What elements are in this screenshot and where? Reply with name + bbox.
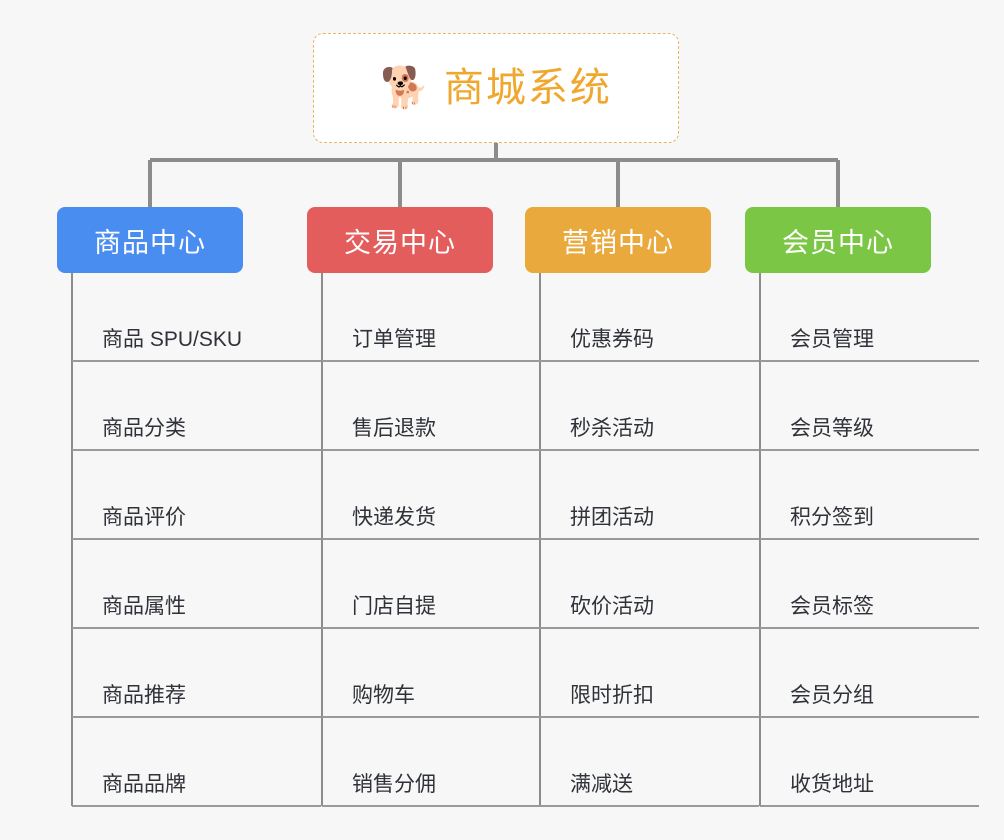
leaf-item[interactable]: 限时折扣 xyxy=(540,629,759,718)
leaf-item-label: 砍价活动 xyxy=(540,596,759,629)
category-label: 会员中心 xyxy=(782,227,894,258)
leaf-item[interactable]: 会员管理 xyxy=(760,273,979,362)
leaf-item[interactable]: 购物车 xyxy=(322,629,541,718)
leaf-item-label: 会员等级 xyxy=(760,418,979,451)
root-title: 商城系统 xyxy=(443,66,612,110)
leaf-item-label: 限时折扣 xyxy=(540,685,759,718)
leaf-item-label: 订单管理 xyxy=(322,329,541,362)
leaf-item-label: 满减送 xyxy=(540,774,759,807)
leaf-item[interactable]: 订单管理 xyxy=(322,273,541,362)
dog-face-icon: 🐕 xyxy=(380,66,430,110)
leaf-item[interactable]: 会员等级 xyxy=(760,362,979,451)
leaf-item-label: 商品属性 xyxy=(72,596,321,629)
leaf-item-label: 商品分类 xyxy=(72,418,321,451)
leaf-item[interactable]: 商品 SPU/SKU xyxy=(72,273,321,362)
leaf-item-label: 门店自提 xyxy=(322,596,541,629)
leaf-item[interactable]: 销售分佣 xyxy=(322,718,541,807)
leaf-item[interactable]: 商品推荐 xyxy=(72,629,321,718)
leaf-item-label: 积分签到 xyxy=(760,507,979,540)
leaf-item[interactable]: 门店自提 xyxy=(322,540,541,629)
category-box-4[interactable]: 会员中心 xyxy=(745,207,931,273)
leaf-item-label: 商品推荐 xyxy=(72,685,321,718)
leaf-item[interactable]: 拼团活动 xyxy=(540,451,759,540)
leaf-item-label: 商品 SPU/SKU xyxy=(72,329,321,362)
leaf-item-label: 购物车 xyxy=(322,685,541,718)
leaf-item[interactable]: 优惠券码 xyxy=(540,273,759,362)
leaf-item[interactable]: 满减送 xyxy=(540,718,759,807)
leaf-item[interactable]: 商品分类 xyxy=(72,362,321,451)
leaf-item[interactable]: 积分签到 xyxy=(760,451,979,540)
category-label: 交易中心 xyxy=(344,227,456,258)
leaf-item-label: 会员标签 xyxy=(760,596,979,629)
category-box-1[interactable]: 商品中心 xyxy=(57,207,243,273)
leaf-item-label: 快递发货 xyxy=(322,507,541,540)
leaf-item[interactable]: 秒杀活动 xyxy=(540,362,759,451)
category-box-2[interactable]: 交易中心 xyxy=(307,207,493,273)
leaf-item[interactable]: 快递发货 xyxy=(322,451,541,540)
leaf-item-label: 拼团活动 xyxy=(540,507,759,540)
leaf-item-label: 商品评价 xyxy=(72,507,321,540)
leaf-item[interactable]: 砍价活动 xyxy=(540,540,759,629)
leaf-item-label: 会员分组 xyxy=(760,685,979,718)
leaf-item[interactable]: 商品属性 xyxy=(72,540,321,629)
category-label: 商品中心 xyxy=(94,227,206,258)
leaf-item[interactable]: 商品评价 xyxy=(72,451,321,540)
leaf-item[interactable]: 会员标签 xyxy=(760,540,979,629)
leaf-item-label: 销售分佣 xyxy=(322,774,541,807)
leaf-item-label: 商品品牌 xyxy=(72,774,321,807)
leaf-item[interactable]: 会员分组 xyxy=(760,629,979,718)
leaf-item-label: 会员管理 xyxy=(760,329,979,362)
leaf-item-label: 秒杀活动 xyxy=(540,418,759,451)
leaf-item-label: 收货地址 xyxy=(760,774,979,807)
leaf-item-label: 优惠券码 xyxy=(540,329,759,362)
category-label: 营销中心 xyxy=(562,227,674,258)
leaf-item[interactable]: 收货地址 xyxy=(760,718,979,807)
leaf-item[interactable]: 售后退款 xyxy=(322,362,541,451)
root-node[interactable]: 🐕 商城系统 xyxy=(313,33,679,143)
category-box-3[interactable]: 营销中心 xyxy=(525,207,711,273)
leaf-item-label: 售后退款 xyxy=(322,418,541,451)
leaf-item[interactable]: 商品品牌 xyxy=(72,718,321,807)
